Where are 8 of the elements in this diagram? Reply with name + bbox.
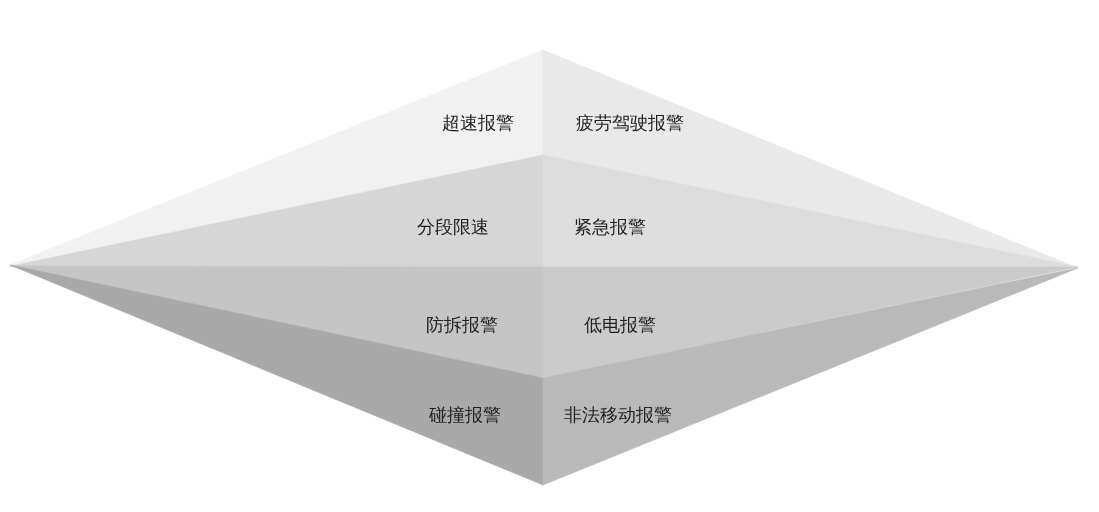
- segment-label: 碰撞报警: [429, 404, 501, 426]
- segment-label: 超速报警: [442, 112, 514, 134]
- segment-label: 疲劳驾驶报警: [576, 112, 684, 134]
- segment-label: 非法移动报警: [564, 404, 672, 426]
- segment-label: 紧急报警: [574, 216, 646, 238]
- segment-label: 分段限速: [417, 216, 489, 238]
- segment-label: 防拆报警: [426, 314, 498, 336]
- segment-label: 低电报警: [584, 314, 656, 336]
